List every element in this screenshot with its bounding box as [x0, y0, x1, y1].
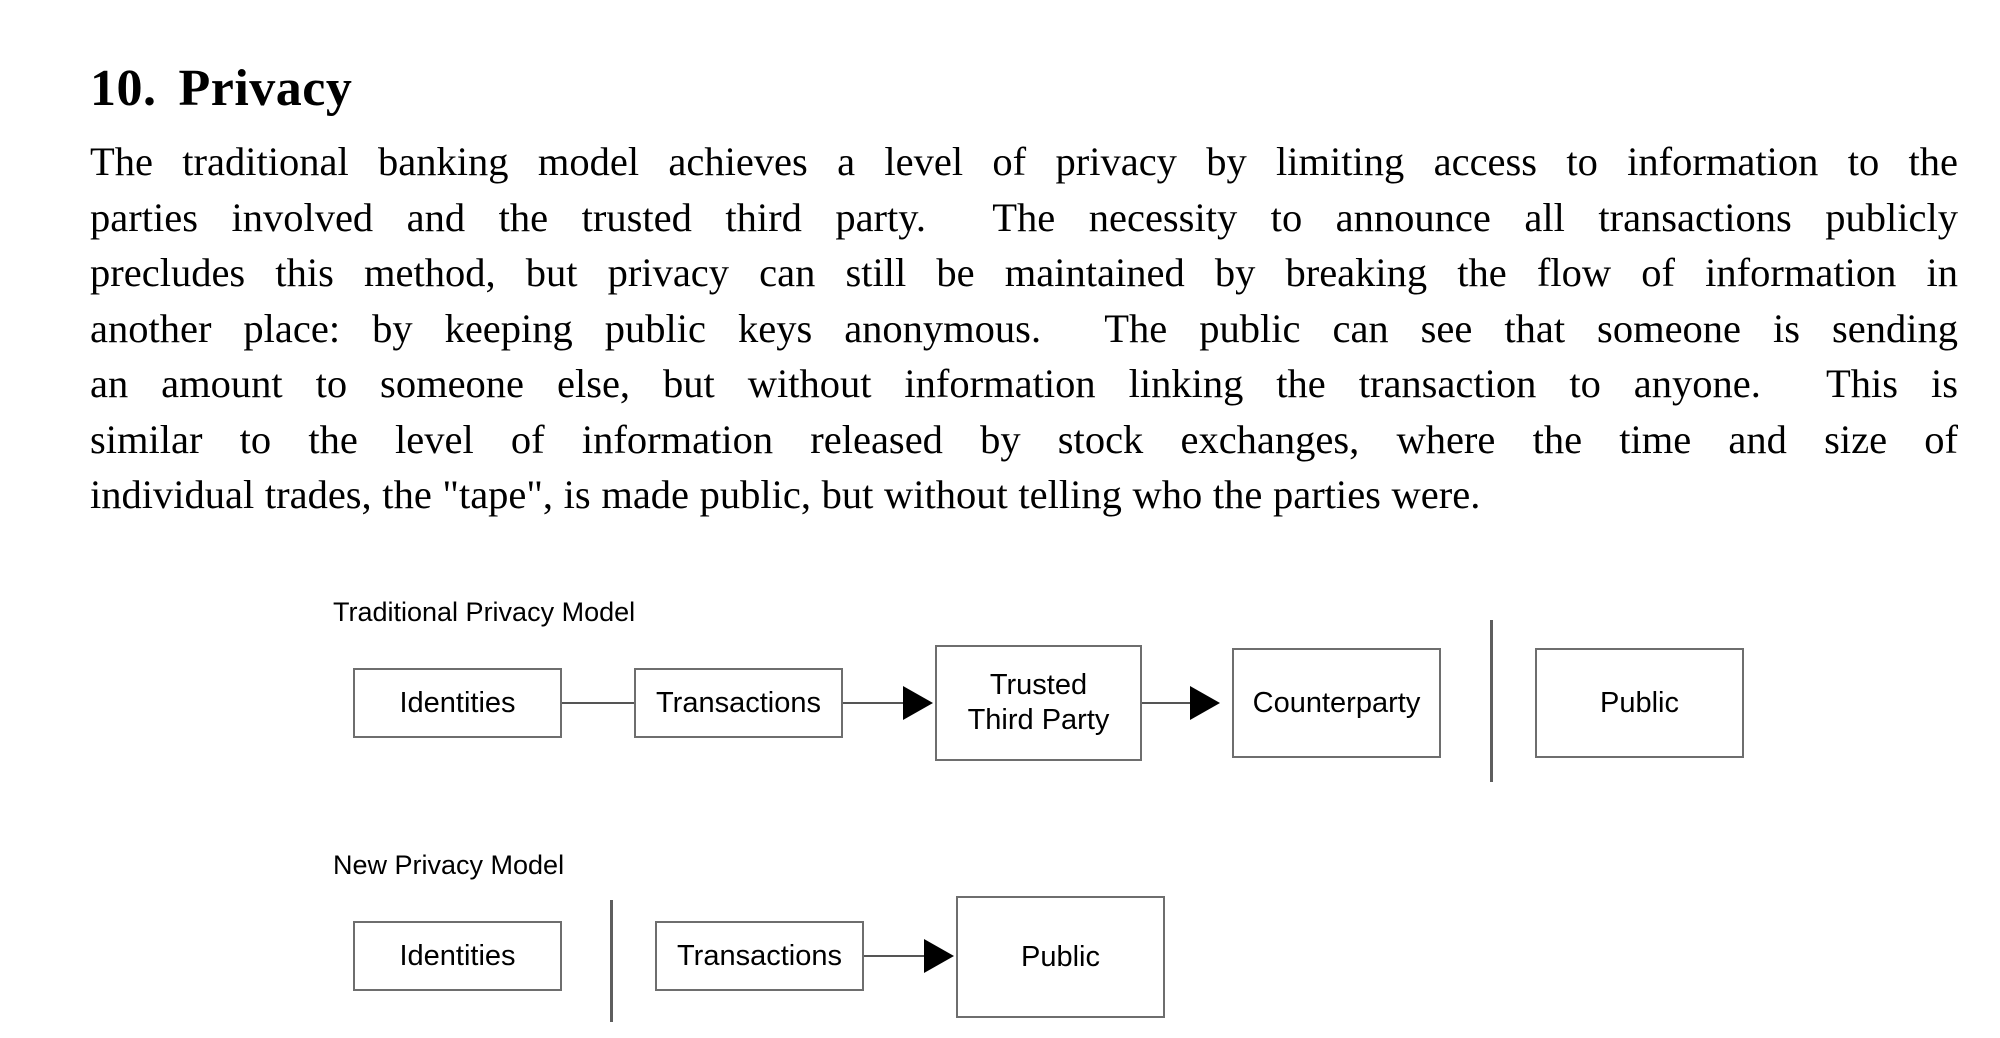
connector-identities-to-transactions — [562, 702, 634, 704]
paragraph-line: individual trades, the "tape", is made p… — [90, 472, 1481, 517]
connector-transactions-to-trusted-third-party — [843, 702, 905, 704]
node-label: Identities — [399, 939, 516, 972]
privacy-boundary-divider — [1490, 620, 1493, 782]
paragraph-line: precludes this method, but privacy can s… — [90, 250, 1958, 295]
connector-trusted-third-party-to-counterparty — [1142, 702, 1192, 704]
traditional-node-public: Public — [1535, 648, 1744, 758]
arrow-head-icon — [903, 686, 933, 720]
paragraph-line: an amount to someone else, but without i… — [90, 361, 1958, 406]
traditional-model-title: Traditional Privacy Model — [333, 597, 636, 627]
node-label: Public — [1600, 686, 1679, 719]
traditional-node-identities: Identities — [353, 668, 562, 738]
paragraph-line: The traditional banking model achieves a… — [90, 139, 1958, 184]
body-paragraph: The traditional banking model achieves a… — [90, 134, 1958, 523]
privacy-boundary-divider — [610, 900, 613, 1022]
arrow-head-icon — [924, 939, 954, 973]
section-title: Privacy — [178, 59, 353, 117]
section-heading: 10. Privacy — [90, 59, 352, 119]
node-label: Identities — [399, 686, 516, 719]
paragraph-line: similar to the level of information rele… — [90, 416, 1958, 462]
paragraph-line: another place: by keeping public keys an… — [90, 305, 1958, 351]
traditional-node-trusted-third-party: Trusted Third Party — [935, 645, 1142, 761]
node-label: Transactions — [677, 939, 842, 972]
node-label: Counterparty — [1252, 686, 1421, 719]
new-model-title: New Privacy Model — [333, 850, 565, 880]
traditional-node-transactions: Transactions — [634, 668, 843, 738]
node-label: Public — [1021, 940, 1100, 973]
connector-transactions-to-public — [864, 955, 926, 957]
new-node-transactions: Transactions — [655, 921, 864, 991]
new-node-identities: Identities — [353, 921, 562, 991]
node-label: Transactions — [656, 686, 821, 719]
new-node-public: Public — [956, 896, 1165, 1018]
traditional-node-counterparty: Counterparty — [1232, 648, 1441, 758]
paragraph-line: parties involved and the trusted third p… — [90, 194, 1958, 240]
arrow-head-icon — [1190, 686, 1220, 720]
node-label: Trusted Third Party — [967, 669, 1110, 736]
section-number: 10. — [90, 59, 157, 117]
